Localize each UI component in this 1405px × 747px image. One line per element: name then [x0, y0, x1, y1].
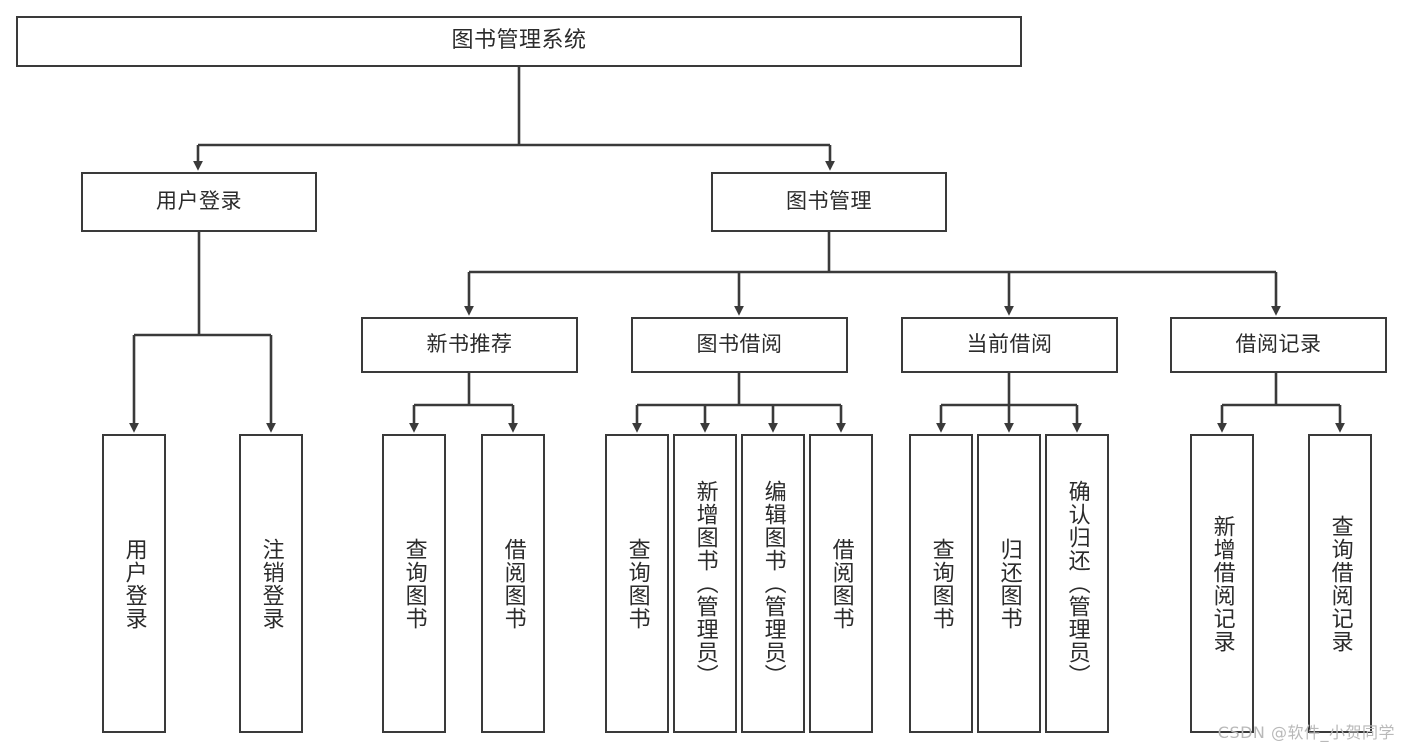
node-new-book-recommend-label: 新书推荐	[426, 332, 513, 357]
node-book-borrow-label: 图书借阅	[696, 332, 783, 357]
node-borrow-record[interactable]: 借阅记录	[1170, 317, 1387, 373]
leaf-user-login[interactable]: 用户登录	[102, 434, 166, 733]
leaf-add-record[interactable]: 新增借阅记录	[1190, 434, 1254, 733]
leaf-query-book-1[interactable]: 查询图书	[382, 434, 446, 733]
leaf-query-record-label: 查询借阅记录	[1327, 514, 1353, 653]
node-current-borrow[interactable]: 当前借阅	[901, 317, 1118, 373]
leaf-query-book-1-label: 查询图书	[401, 537, 427, 630]
leaf-confirm-return[interactable]: 确认归还（管理员）	[1045, 434, 1109, 733]
node-user-login[interactable]: 用户登录	[81, 172, 317, 232]
leaf-return-book[interactable]: 归还图书	[977, 434, 1041, 733]
leaf-query-record[interactable]: 查询借阅记录	[1308, 434, 1372, 733]
node-current-borrow-label: 当前借阅	[966, 332, 1053, 357]
leaf-add-book-label: 新增图书（管理员）	[692, 480, 718, 687]
csdn-watermark: CSDN @软件_小贺同学	[1217, 723, 1395, 742]
node-root-label: 图书管理系统	[451, 28, 587, 54]
node-new-book-recommend[interactable]: 新书推荐	[361, 317, 578, 373]
leaf-borrow-book-1[interactable]: 借阅图书	[481, 434, 545, 733]
leaf-query-book-3-label: 查询图书	[928, 537, 954, 630]
node-root[interactable]: 图书管理系统	[16, 16, 1022, 67]
leaf-edit-book-label: 编辑图书（管理员）	[760, 480, 786, 687]
leaf-add-record-label: 新增借阅记录	[1209, 514, 1235, 653]
node-book-borrow[interactable]: 图书借阅	[631, 317, 848, 373]
leaf-borrow-book-1-label: 借阅图书	[500, 537, 526, 630]
node-borrow-record-label: 借阅记录	[1235, 332, 1322, 357]
leaf-user-logout-label: 注销登录	[258, 537, 284, 630]
leaf-borrow-book-2-label: 借阅图书	[828, 537, 854, 630]
leaf-edit-book[interactable]: 编辑图书（管理员）	[741, 434, 805, 733]
leaf-confirm-return-label: 确认归还（管理员）	[1064, 480, 1090, 687]
leaf-user-logout[interactable]: 注销登录	[239, 434, 303, 733]
leaf-query-book-3[interactable]: 查询图书	[909, 434, 973, 733]
leaf-query-book-2-label: 查询图书	[624, 537, 650, 630]
leaf-borrow-book-2[interactable]: 借阅图书	[809, 434, 873, 733]
node-book-manage-label: 图书管理	[786, 189, 872, 214]
leaf-user-login-label: 用户登录	[121, 537, 147, 630]
leaf-return-book-label: 归还图书	[996, 537, 1022, 630]
leaf-add-book[interactable]: 新增图书（管理员）	[673, 434, 737, 733]
leaf-query-book-2[interactable]: 查询图书	[605, 434, 669, 733]
node-user-login-label: 用户登录	[156, 189, 242, 214]
node-book-manage[interactable]: 图书管理	[711, 172, 947, 232]
